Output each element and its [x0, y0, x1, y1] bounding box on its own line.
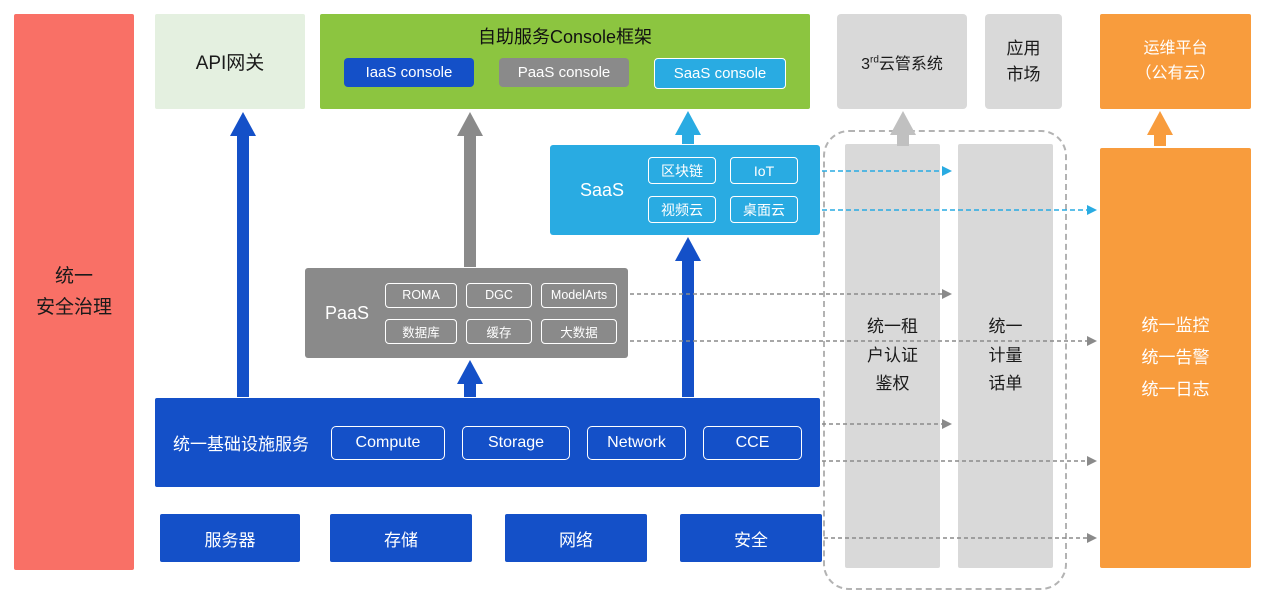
saas-item-videocloud: 视频云	[648, 196, 717, 223]
paas-item-roma: ROMA	[385, 282, 458, 308]
third-party-label: 3rd云管系统	[861, 54, 943, 73]
saas-console-button: SaaS console	[654, 58, 786, 89]
console-framework-title: 自助服务Console框架	[477, 27, 653, 47]
third-party-cloud-mgmt-box: 3rd云管系统	[837, 14, 967, 109]
metering-billing-bar: 统一 计量 话单	[958, 144, 1053, 568]
paas-box: PaaS ROMA DGC ModelArts 数据库 缓存 大数据	[305, 268, 628, 358]
infrastructure-item-row: Compute Storage Network CCE	[331, 425, 802, 460]
infra-item-storage: Storage	[462, 425, 570, 460]
arrow-paas-to-console	[457, 112, 483, 267]
paas-item-bigdata: 大数据	[541, 318, 618, 344]
hardware-storage-box: 存储	[330, 514, 472, 562]
hardware-server-box: 服务器	[160, 514, 300, 562]
iaas-console-button: IaaS console	[344, 58, 474, 87]
saas-item-desktopcloud: 桌面云	[730, 196, 799, 223]
arrow-infra-to-api-gateway	[230, 112, 256, 397]
arrow-saas-to-console	[675, 111, 701, 144]
console-framework-box: 自助服务Console框架 IaaS console PaaS console …	[320, 14, 810, 109]
tenant-auth-bar: 统一租 户认证 鉴权	[845, 144, 940, 568]
paas-item-database: 数据库	[385, 318, 458, 344]
saas-item-blockchain: 区块链	[648, 157, 717, 184]
saas-box: SaaS 区块链 IoT 视频云 桌面云	[550, 145, 820, 235]
ops-platform-box: 运维平台 （公有云）	[1100, 14, 1251, 109]
console-button-row: IaaS console PaaS console SaaS console	[344, 58, 786, 89]
saas-item-iot: IoT	[730, 157, 799, 184]
arrow-monitor-to-ops-platform	[1147, 111, 1173, 146]
paas-item-dgc: DGC	[466, 282, 533, 308]
api-gateway-box: API网关	[155, 14, 305, 109]
hardware-security-box: 安全	[680, 514, 822, 562]
arrow-infra-to-paas	[457, 360, 483, 397]
arrow-infra-to-saas	[675, 237, 701, 397]
infra-item-network: Network	[587, 425, 686, 460]
paas-service-grid: ROMA DGC ModelArts 数据库 缓存 大数据	[385, 282, 618, 344]
infrastructure-box: 统一基础设施服务 Compute Storage Network CCE	[155, 398, 820, 487]
monitoring-alarm-log-bar: 统一监控 统一告警 统一日志	[1100, 148, 1251, 568]
hardware-network-box: 网络	[505, 514, 647, 562]
paas-console-button: PaaS console	[499, 58, 629, 87]
shared-services-dashed-region	[823, 130, 1067, 590]
infra-item-cce: CCE	[703, 425, 802, 460]
infra-item-compute: Compute	[331, 425, 445, 460]
paas-item-cache: 缓存	[466, 318, 533, 344]
paas-item-modelarts: ModelArts	[541, 282, 618, 308]
security-governance-bar: 统一 安全治理	[14, 14, 134, 570]
app-market-box: 应用 市场	[985, 14, 1062, 109]
paas-label: PaaS	[325, 302, 370, 323]
saas-service-grid: 区块链 IoT 视频云 桌面云	[648, 157, 799, 223]
infrastructure-label: 统一基础设施服务	[173, 435, 309, 454]
saas-label: SaaS	[580, 179, 625, 200]
